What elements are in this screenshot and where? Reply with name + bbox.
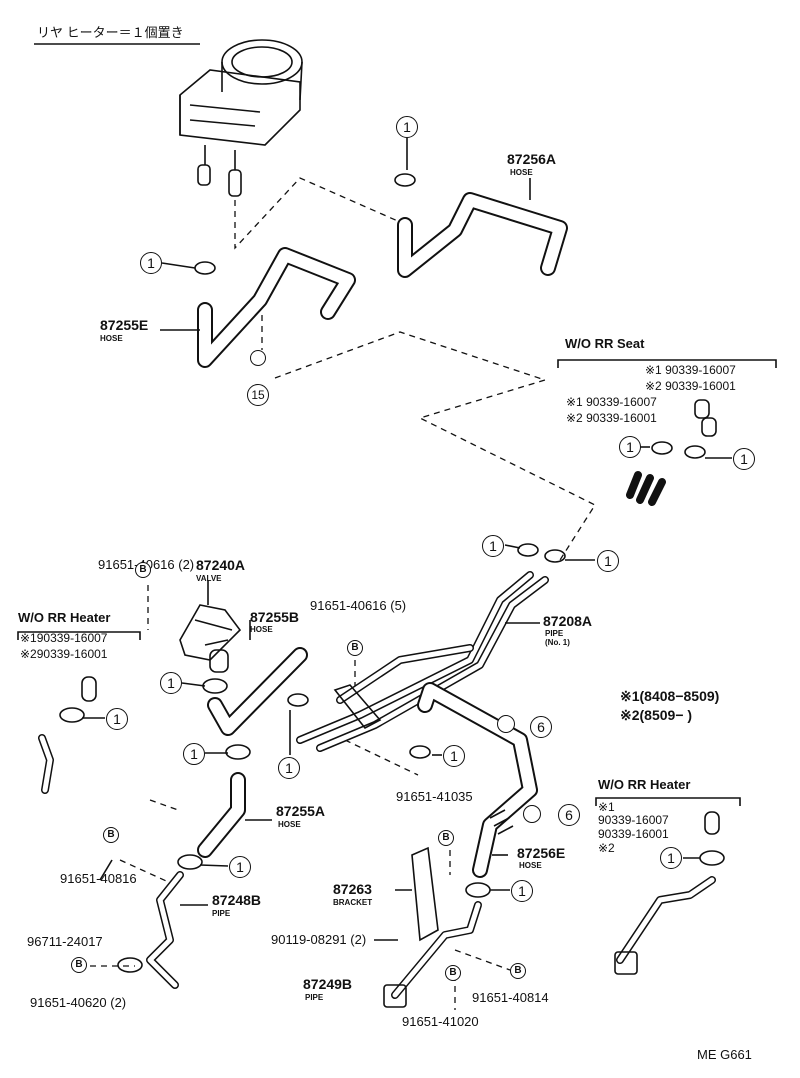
wo-rr-heater-right-detail [595,797,741,975]
part-87255B: 87255B [250,609,300,625]
water-valve [179,604,242,673]
callout-6: 6 [530,716,552,738]
bolt-marker-b: B [135,562,151,578]
part-87248B-desc: PIPE [212,909,231,918]
wo-rr-seat-row-4: ※2 90339-16001 [566,411,657,425]
part-87240A: 87240A [196,557,246,573]
callout-1: 1 [140,252,162,274]
bolt-marker-b: B [445,965,461,981]
bolt-marker-b: B [438,830,454,846]
rear-heater-unit [179,39,303,197]
wo-rr-seat-detail [557,359,777,506]
callout-1: 1 [278,757,300,779]
callout-6-marker [497,715,515,733]
wo-rr-heater-right-title: W/O RR Heater [598,777,691,792]
part-87263-desc: BRACKET [333,898,373,907]
part-87255B-desc: HOSE [250,625,273,634]
bolt-91651-40814: 91651-40814 [472,990,549,1005]
part-87263: 87263 [333,881,372,897]
wo-rr-heater-right-row-1: 90339-16007 [598,813,669,827]
bolt-marker-b: B [510,963,526,979]
callout-1: 1 [482,535,504,557]
callout-15-marker [250,350,266,366]
callout-1: 1 [160,672,182,694]
callout-6-marker [523,805,541,823]
part-87255E: 87255E [100,317,149,333]
bolt-91651-40620: 91651-40620 (2) [30,995,127,1010]
part-87240A-desc: VALVE [196,574,222,583]
part-87249B: 87249B [303,976,353,992]
wo-rr-heater-left-row-1: ※190339-16007 [20,631,108,645]
callout-1: 1 [597,550,619,572]
legend-line-1: ※1(8408−8509) [620,688,720,704]
wo-rr-heater-right-k1: ※1 [598,800,615,814]
screw-90119-08291: 90119-08291 (2) [271,932,367,947]
bolt-91651-40816: 91651-40816 [60,871,137,886]
diagram-code: ME G661 [697,1047,752,1062]
legend-line-2: ※2(8509− ) [620,707,693,723]
part-87256A: 87256A [507,151,557,167]
bolt-marker-b: B [71,957,87,973]
wo-rr-heater-right-row-2: 90339-16001 [598,827,669,841]
callout-1: 1 [443,745,465,767]
wo-rr-seat-row-2: ※2 90339-16001 [645,379,736,393]
callout-1: 1 [106,708,128,730]
callout-1: 1 [660,847,682,869]
part-87249B-desc: PIPE [305,993,324,1002]
wo-rr-heater-left-row-2: ※290339-16001 [20,647,108,661]
part-87256E: 87256E [517,845,566,861]
bolt-marker-b: B [347,640,363,656]
part-87256E-desc: HOSE [519,861,542,870]
part-87208A-desc: PIPE [545,629,564,638]
callout-1: 1 [733,448,755,470]
leader-lines [82,138,732,941]
wo-rr-seat-row-1: ※1 90339-16007 [645,363,736,377]
callout-1: 1 [619,436,641,458]
part-87255E-desc: HOSE [100,334,123,343]
callout-6: 6 [558,804,580,826]
part-87208A-desc2: (No. 1) [545,638,570,647]
bolt-91651-41020: 91651-41020 [402,1014,479,1029]
callout-1: 1 [511,880,533,902]
part-87208A: 87208A [543,613,593,629]
callout-1: 1 [183,743,205,765]
part-87255A-desc: HOSE [278,820,301,829]
callout-1: 1 [396,116,418,138]
callout-1: 1 [229,856,251,878]
bolt-marker-b: B [103,827,119,843]
part-87248B: 87248B [212,892,262,908]
wo-rr-seat-title: W/O RR Seat [565,336,645,351]
wo-rr-heater-left-detail [17,631,141,794]
part-87256A-desc: HOSE [510,168,533,177]
bolt-91651-40616-5: 91651-40616 (5) [310,598,407,613]
grommet-96711-24017: 96711-24017 [27,934,103,949]
wo-rr-seat-row-3: ※1 90339-16007 [566,395,657,409]
wo-rr-heater-right-k2: ※2 [598,841,615,855]
part-87255A: 87255A [276,803,326,819]
callout-15: 15 [247,384,269,406]
header-title: リヤ ヒーター＝１個置き [37,25,184,40]
wo-rr-heater-left-title: W/O RR Heater [18,610,111,625]
bolt-91651-41035: 91651-41035 [396,789,473,804]
